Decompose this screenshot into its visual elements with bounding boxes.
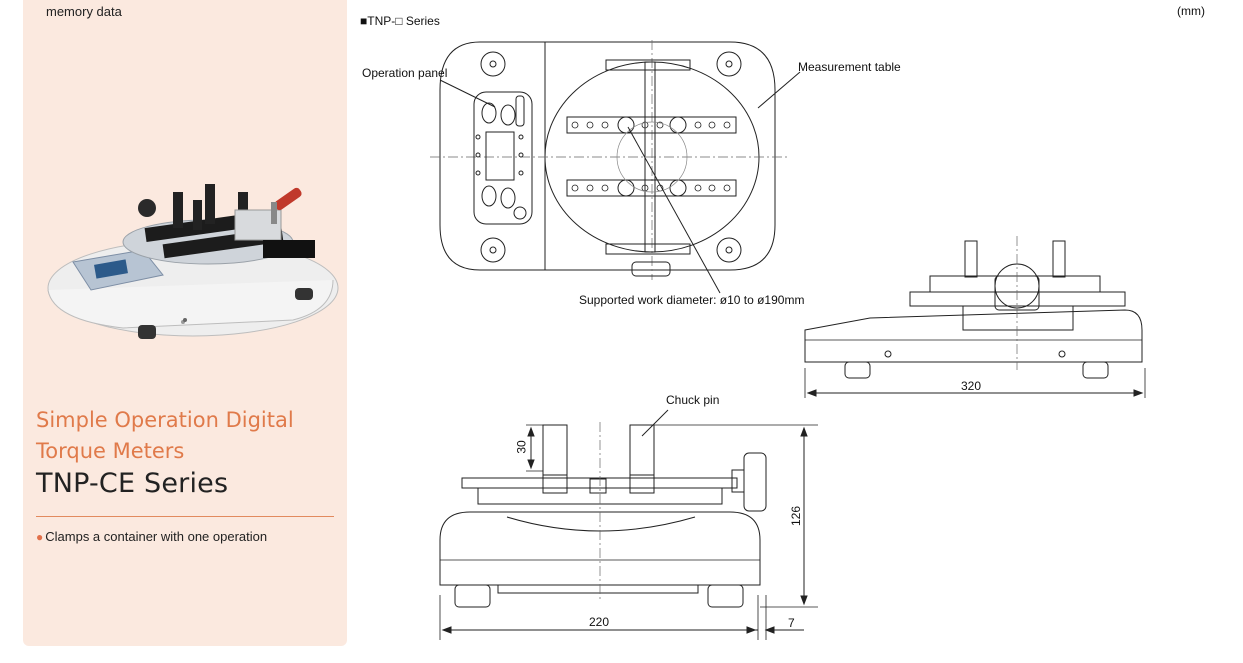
dimension-220: 220	[589, 615, 610, 629]
measurement-table-label: Measurement table	[798, 60, 901, 74]
subtitle-line-1: Simple Operation Digital	[36, 408, 294, 432]
front-view	[439, 409, 818, 640]
dimension-320: 320	[961, 379, 982, 393]
product-sidebar: memory data Simple Operation Digital Tor…	[23, 0, 347, 646]
dimension-30: 30	[514, 440, 529, 454]
bullet-icon: ●	[36, 530, 44, 544]
chuck-pin-label: Chuck pin	[666, 393, 720, 407]
dimension-7: 7	[788, 616, 795, 630]
product-subtitle: Simple Operation Digital Torque Meters	[36, 405, 316, 467]
feature-text: Clamps a container with one operation	[45, 529, 268, 544]
top-view	[430, 40, 801, 294]
operation-panel-label: Operation panel	[362, 66, 448, 80]
drawing-series-label: ■TNP-□ Series	[360, 14, 440, 28]
feature-item: ●Clamps a container with one operation	[36, 529, 267, 544]
series-title: TNP-CE Series	[36, 468, 229, 499]
subtitle-line-2: Torque Meters	[36, 439, 185, 463]
unit-label: (mm)	[1177, 4, 1205, 18]
product-photo	[47, 184, 339, 339]
memory-data-text: memory data	[46, 4, 122, 19]
dimension-126: 126	[789, 505, 804, 527]
divider	[36, 516, 334, 517]
side-view	[804, 236, 1146, 398]
supported-work-diameter-label: Supported work diameter: ø10 to ø190mm	[579, 293, 805, 307]
